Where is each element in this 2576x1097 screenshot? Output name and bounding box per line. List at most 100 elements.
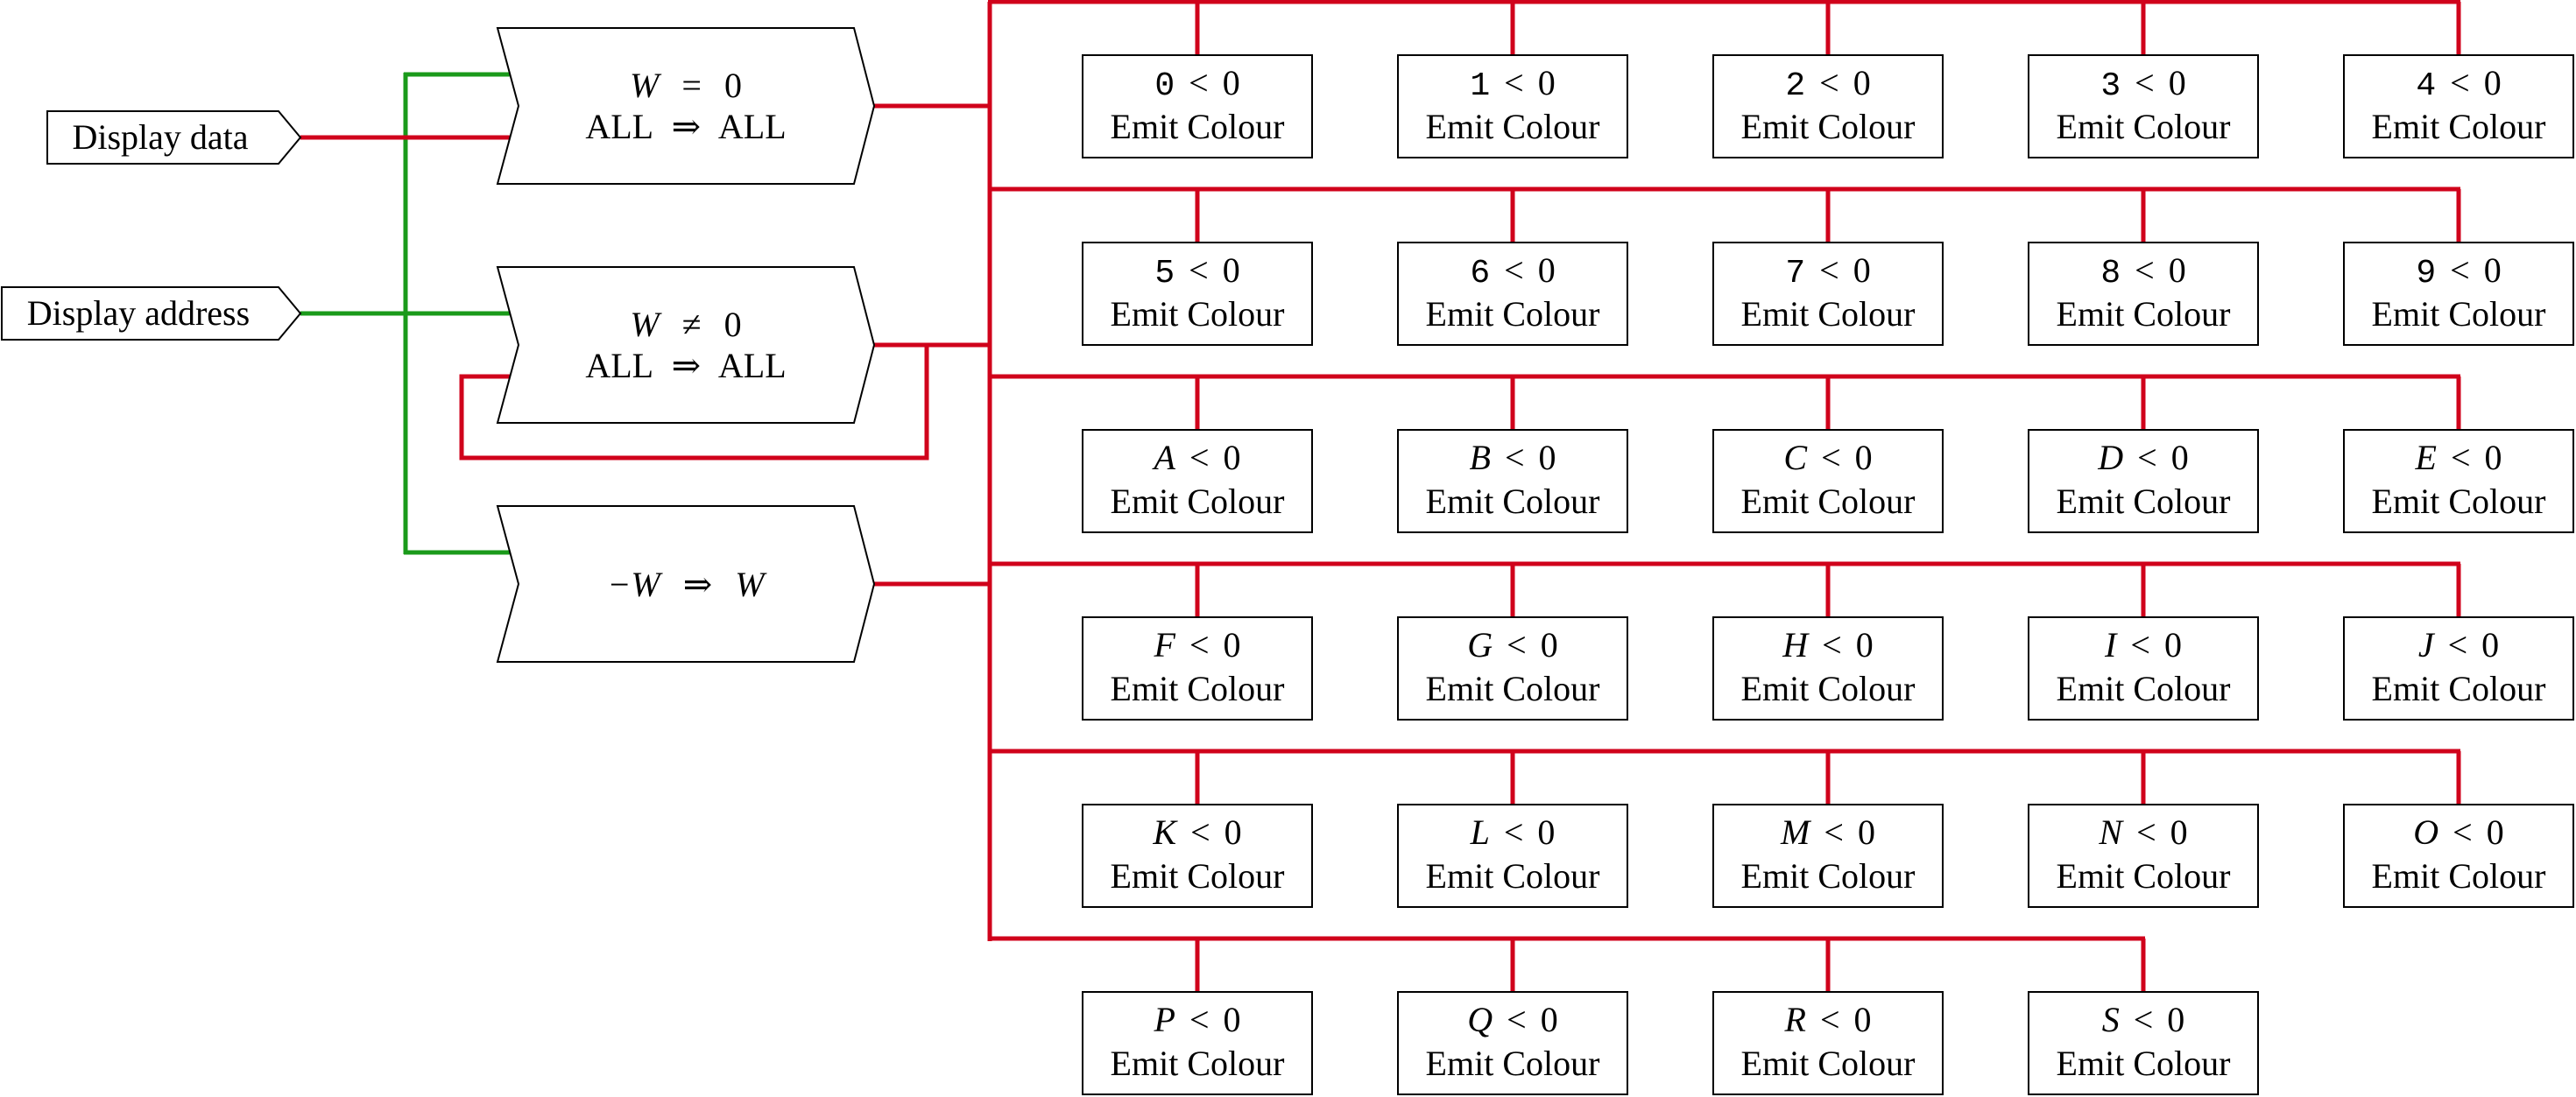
emit-cell-action: Emit Colour (1111, 294, 1285, 334)
emit-cell-box (1082, 616, 1313, 721)
emit-cell-box (2343, 54, 2574, 158)
cell-symbol: Q (1467, 1000, 1493, 1039)
op-line2-rhs: ALL (718, 346, 787, 385)
emit-cell-box (1397, 242, 1628, 346)
cell-threshold: 0 (1224, 438, 1241, 477)
emit-cell-action: Emit Colour (1111, 1044, 1285, 1083)
data-wires (300, 2, 992, 941)
emit-cell-condition: 4<0 (2416, 63, 2501, 105)
emit-cell-box (2028, 616, 2259, 721)
emit-cell-condition: 5<0 (1154, 250, 1239, 292)
address-wires (300, 72, 511, 555)
emit-cell-action: Emit Colour (2372, 107, 2546, 146)
emit-cell-box (1712, 616, 1944, 721)
cell-comparison: < (1189, 63, 1209, 102)
emit-cell-box (1082, 242, 1313, 346)
emit-cell-action: Emit Colour (1741, 294, 1916, 334)
cell-comparison: < (1507, 625, 1527, 665)
op-operator: ⇒ (683, 565, 713, 604)
cell-threshold: 0 (1224, 1000, 1241, 1039)
emit-cell-box (2343, 804, 2574, 908)
cell-threshold: 0 (1541, 1000, 1558, 1039)
cell-comparison: < (2452, 812, 2473, 852)
emit-cell-condition: J<0 (2418, 625, 2499, 665)
emit-cell-action: Emit Colour (1741, 1044, 1916, 1083)
emit-cell-box (1712, 429, 1944, 533)
cell-threshold: 0 (1537, 812, 1555, 852)
emit-cell-action: Emit Colour (1741, 482, 1916, 521)
cell-comparison: < (2135, 63, 2155, 102)
operation-w-equals-zero: W = 0 ALL ⇒ ALL (496, 27, 876, 185)
emit-cell-box (2028, 54, 2259, 158)
op-line2-rhs: ALL (718, 107, 787, 146)
emit-cell-condition: 3<0 (2100, 63, 2185, 105)
cell-comparison: < (2134, 1000, 2154, 1039)
op-rhs: W (735, 565, 767, 604)
emit-cell-condition: I<0 (2104, 625, 2182, 665)
emit-cell-box (1397, 804, 1628, 908)
cell-symbol: R (1784, 1000, 1806, 1039)
cell-threshold: 0 (2170, 812, 2188, 852)
cell-symbol: P (1154, 1000, 1175, 1039)
emit-cell-condition: F<0 (1154, 625, 1241, 665)
op-lhs: W (630, 66, 662, 105)
cell-symbol: H (1782, 625, 1810, 665)
emit-cell-condition: R<0 (1784, 1000, 1872, 1039)
op-lhs: W (630, 305, 662, 344)
cell-threshold: 0 (2487, 812, 2504, 852)
emit-cell-action: Emit Colour (1426, 856, 1600, 896)
emit-cell-action: Emit Colour (2372, 669, 2546, 708)
emit-cell-box (2028, 804, 2259, 908)
emit-cell-condition: 2<0 (1785, 63, 1870, 105)
cell-comparison: < (2135, 250, 2155, 290)
emit-cell-box (1712, 804, 1944, 908)
cell-comparison: < (2137, 438, 2157, 477)
emit-cell-action: Emit Colour (1426, 294, 1600, 334)
cell-comparison: < (1189, 625, 1210, 665)
emit-cell-action: Emit Colour (2057, 669, 2231, 708)
svg-text:ALL ⇒ ALL: ALL ⇒ ALL (585, 107, 786, 146)
emit-cell-condition: 9 <0 (2416, 250, 2501, 292)
emit-cell-action: Emit Colour (1426, 107, 1600, 146)
emit-cell-box (1082, 991, 1313, 1095)
cell-comparison: < (2450, 250, 2470, 290)
input-label: Display data (72, 117, 248, 157)
input-display-address: Display address (1, 286, 302, 341)
cell-threshold: 0 (1856, 625, 1874, 665)
emit-cell-action: Emit Colour (1426, 1044, 1600, 1083)
emit-cell-action: Emit Colour (1111, 107, 1285, 146)
cell-comparison: < (2451, 438, 2471, 477)
cell-symbol: N (2098, 812, 2124, 852)
emit-cell-condition: B<0 (1470, 438, 1556, 477)
emit-cell-condition: N<0 (2098, 812, 2187, 852)
op-line2-lhs: ALL (585, 107, 652, 146)
cell-comparison: < (1189, 1000, 1210, 1039)
emit-cell-condition: L<0 (1470, 812, 1556, 852)
emit-cell-action: Emit Colour (2372, 482, 2546, 521)
cell-comparison: < (1504, 250, 1524, 290)
cell-threshold: 0 (1853, 250, 1871, 290)
cell-threshold: 0 (2169, 63, 2186, 102)
emit-cell-box (2343, 616, 2574, 721)
emit-cell-box (2343, 429, 2574, 533)
cell-threshold: 0 (2484, 250, 2502, 290)
emit-cell-condition: C<0 (1783, 438, 1872, 477)
cell-symbol: 7 (1785, 255, 1805, 292)
cell-comparison: < (1820, 1000, 1840, 1039)
cell-threshold: 0 (2167, 1000, 2184, 1039)
cell-symbol: 9 (2416, 255, 2436, 292)
op-rhs: 0 (724, 305, 742, 344)
cell-symbol: M (1780, 812, 1812, 852)
cell-symbol: 8 (2100, 255, 2121, 292)
